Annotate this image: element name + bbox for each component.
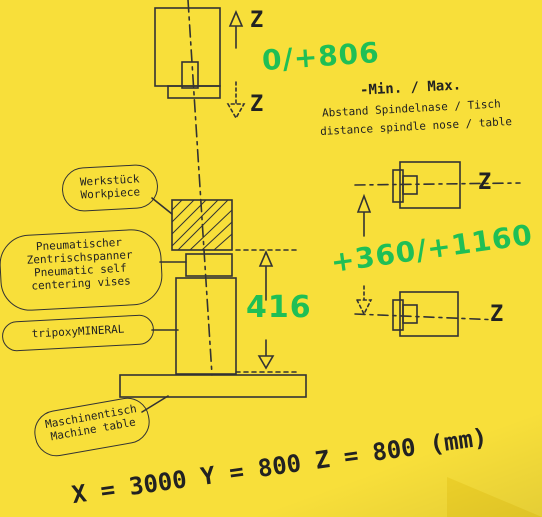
center-line — [187, 0, 213, 376]
z-arrow-up — [228, 9, 244, 49]
leader-table — [141, 395, 169, 413]
z-label-right-bottom: Z — [490, 302, 504, 327]
right-arrow-down — [355, 285, 373, 316]
spindle-top-body — [154, 7, 221, 87]
page-curl — [447, 477, 542, 517]
leader-workpiece — [151, 197, 173, 215]
height-arrow — [257, 249, 275, 370]
z-label-right-top: Z — [478, 170, 492, 195]
workpiece-label: Werkstück Workpiece — [65, 172, 154, 203]
z-label-top: Z — [250, 8, 264, 33]
workpiece-hatch — [171, 199, 233, 251]
right-lower-axis — [354, 313, 501, 321]
spindle-top-nose — [181, 61, 199, 89]
z-label-mid: Z — [250, 92, 264, 117]
z-arrow-down — [226, 81, 246, 120]
right-arrow-up — [356, 193, 372, 237]
vise-label: Pneumatischer Zentrischspanner Pneumatic… — [9, 234, 152, 293]
height-416-value: 416 — [246, 290, 312, 325]
right-upper-spindle — [399, 161, 461, 209]
right-upper-axis — [354, 182, 521, 186]
vise — [185, 253, 233, 277]
right-lower-spindle — [399, 291, 459, 337]
tripoxy-column — [175, 277, 237, 375]
machine-table — [119, 374, 307, 398]
